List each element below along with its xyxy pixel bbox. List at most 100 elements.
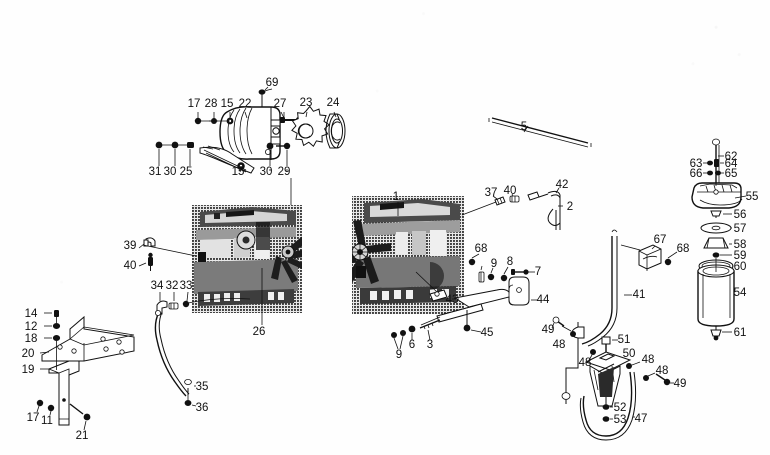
part-17-bolt-lower <box>36 399 44 413</box>
part-66-washer <box>703 170 713 176</box>
callout-21: 21 <box>76 430 89 442</box>
leader-40-left <box>138 262 147 267</box>
callout-15-top: 15 <box>221 98 234 110</box>
part-48-bolt-b <box>588 349 596 361</box>
leader-67-to-line <box>620 244 641 251</box>
callout-27: 27 <box>274 98 287 110</box>
part-9-nut-lower-b <box>391 332 399 350</box>
leader-33 <box>186 291 189 302</box>
callout-55: 55 <box>746 191 759 203</box>
callout-68-clamp: 68 <box>677 243 690 255</box>
callout-65: 65 <box>725 168 738 180</box>
part-58-spring-seat <box>703 237 732 249</box>
callout-37: 37 <box>485 187 498 199</box>
callout-8: 8 <box>507 256 513 268</box>
callout-58: 58 <box>734 239 747 251</box>
callout-67: 67 <box>654 234 667 246</box>
part-59-washer <box>712 252 732 258</box>
part-23-timing-gear <box>291 105 330 147</box>
callout-34: 34 <box>151 280 164 292</box>
part-57-disc <box>700 222 732 234</box>
fuel-filter-group <box>581 138 747 347</box>
part-7-bolt <box>511 269 529 275</box>
callout-labels: 69 17 28 15 22 27 23 24 31 30 25 15 30 2… <box>22 77 759 442</box>
part-36-hose-fitting <box>184 388 192 406</box>
leader-15-lower <box>239 168 242 173</box>
part-6-nut <box>408 325 416 340</box>
leader-39 <box>138 243 145 249</box>
callout-30-right: 30 <box>260 166 273 178</box>
part-17-nut-top <box>194 112 202 125</box>
part-48-bolt-d <box>643 372 656 381</box>
leader-42 <box>555 187 560 194</box>
leader-55 <box>734 195 747 199</box>
part-43-link <box>429 289 448 302</box>
part-29-screw <box>276 142 291 166</box>
part-65-nut <box>715 170 724 176</box>
callout-69: 69 <box>266 77 279 89</box>
callout-56: 56 <box>734 209 747 221</box>
callout-19: 19 <box>22 364 35 376</box>
part-19-support-leg <box>48 360 80 426</box>
callout-11: 11 <box>41 415 53 427</box>
part-8-nut <box>500 266 509 282</box>
callout-43: 43 <box>446 294 459 306</box>
callout-54: 54 <box>734 287 747 299</box>
callout-50: 50 <box>623 348 636 360</box>
callout-17-top: 17 <box>188 98 201 110</box>
leader-37-to-block <box>461 201 497 216</box>
callout-68-engine: 68 <box>475 243 488 255</box>
part-49-screw-b <box>655 373 674 386</box>
callout-9-low: 9 <box>396 349 402 361</box>
part-61-drain-plug <box>710 326 732 341</box>
leader-40-right <box>511 193 514 197</box>
part-44-mount-bracket <box>453 276 530 308</box>
callout-14: 14 <box>25 308 38 320</box>
left-engine-group <box>138 205 302 407</box>
part-41-fuel-line <box>581 229 618 347</box>
leader-20 <box>39 351 50 354</box>
callout-23: 23 <box>300 97 313 109</box>
callout-40-left: 40 <box>124 260 137 272</box>
part-24-pulley <box>325 113 346 149</box>
leader-27 <box>280 111 285 119</box>
callout-6: 6 <box>409 339 415 351</box>
callout-26: 26 <box>253 326 266 338</box>
callout-48-b: 48 <box>579 357 592 369</box>
callout-60: 60 <box>734 261 747 273</box>
support-bracket-group <box>36 310 135 431</box>
callout-59: 59 <box>734 250 747 262</box>
callout-33: 33 <box>180 280 193 292</box>
callout-47: 47 <box>635 413 648 425</box>
callout-2: 2 <box>567 201 573 213</box>
callout-25: 25 <box>180 166 193 178</box>
part-50-fuel-pump <box>584 351 632 407</box>
callout-17-lower: 17 <box>27 412 40 424</box>
part-56-screw <box>710 210 732 218</box>
callout-35: 35 <box>196 381 209 393</box>
part-9-nut-mid <box>487 267 495 281</box>
callout-57: 57 <box>734 223 747 235</box>
part-53-nut <box>602 416 613 422</box>
callout-63: 63 <box>690 158 703 170</box>
callout-39: 39 <box>124 240 137 252</box>
part-51-bolt <box>601 336 618 353</box>
part-30-washer-right <box>266 142 274 166</box>
callout-49-a: 49 <box>542 324 555 336</box>
callout-53: 53 <box>614 414 627 426</box>
leader-24 <box>333 111 337 118</box>
part-68-clamp-bolt <box>664 251 678 266</box>
callout-30-left: 30 <box>164 166 177 178</box>
part-14-nut <box>44 310 59 323</box>
callout-49-b: 49 <box>674 378 687 390</box>
leader-39-to-block <box>142 244 197 257</box>
part-64-nut <box>714 159 724 167</box>
engine-left-illustration <box>192 205 302 313</box>
leader-33-to-block <box>187 298 251 304</box>
fuel-pump-group <box>551 316 674 441</box>
part-33-nut <box>182 300 190 308</box>
part-18-washer <box>44 335 61 341</box>
part-9-washer-stack <box>478 265 485 283</box>
leader-23 <box>305 111 308 118</box>
